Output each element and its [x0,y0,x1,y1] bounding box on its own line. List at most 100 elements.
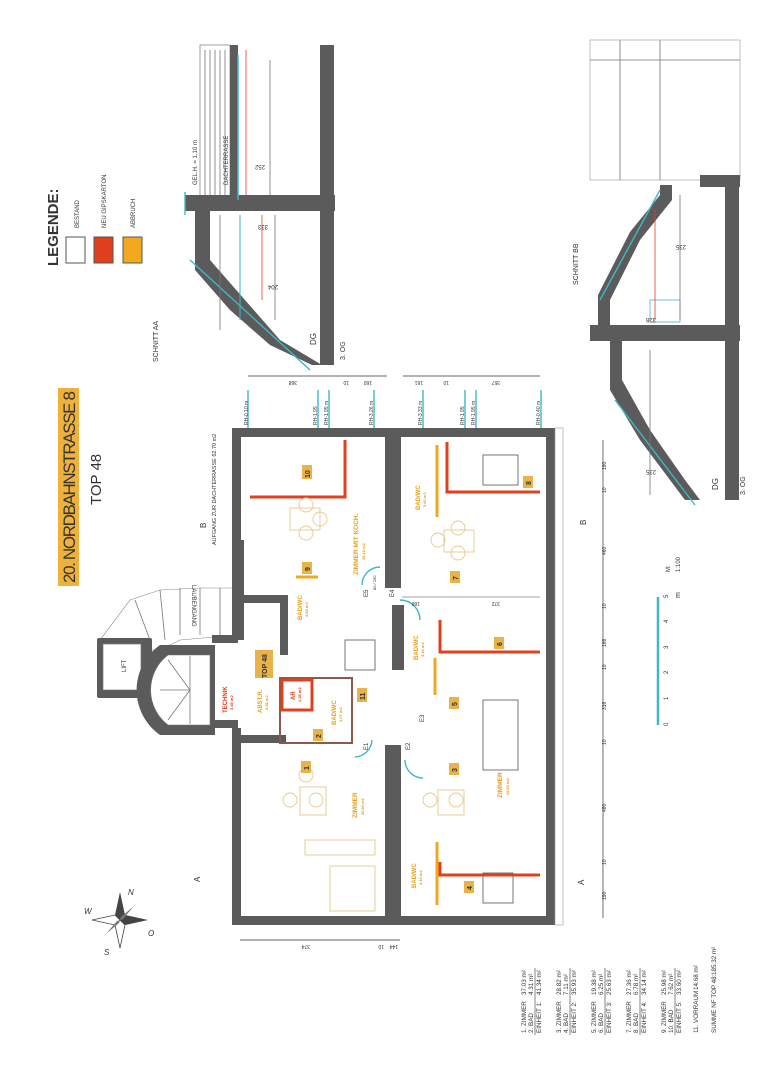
room-area: 4.69 m2 [304,602,309,617]
section-bb-dim: 235 [645,468,656,474]
dim-label: 144 [389,943,398,949]
abstr-label: ABST.R. [258,689,264,713]
area-total-label: EINHEIT 4: [641,1001,648,1033]
dim-label: 161 [414,379,423,385]
legend: LEGENDE: BESTAND NEU GIPSKARTON ABBRUCH [45,175,143,266]
dim-label: 10 [378,943,384,949]
area-row-value: 25.98 m² [661,970,668,995]
dim-label: 10 [602,487,608,493]
section-marker-b: B [579,520,588,525]
room-number: 11 [360,692,367,700]
compass-w: W [84,907,93,916]
area-group-5: 9. ZIMMER 25.98 m² 10. BAD 7.62 m² EINHE… [661,968,683,1035]
section-marker-a: A [577,879,586,885]
section-aa-dim: 204 [267,283,278,289]
entrances: E1 E2 E3 E4 E5 80 / 200 [364,575,426,750]
rh-label: RH-3.26 m [369,401,375,425]
section-marker-b: B [199,523,208,528]
ceiling-heights: RH-0.10 m RH-1.95 RH-1.95 m RH-3.26 m RH… [244,390,542,430]
dim-label: 460 [602,546,608,555]
area-total-label: EINHEIT 3: [606,1001,613,1033]
dim-label: 10 [602,664,608,670]
area-row-label: 8. BAD [633,1013,640,1033]
door-size: 80 / 200 [372,575,377,590]
section-aa-floor-og: 3. OG [340,341,347,360]
door-label: E5 [364,589,370,597]
room-label: BAD/WC [332,700,338,725]
compass: N S W O [84,888,154,957]
dim-label: 160 [363,379,372,385]
area-row-label: 10. BAD [668,1009,675,1033]
section-aa-floor-dg: DG [309,333,318,345]
page-subtitle: TOP 48 [88,454,105,505]
ar-area: 1.35 m2 [297,687,302,702]
dim-label: 10 [343,379,349,385]
area-group-1: 1. ZIMMER 37.03 m² 2. BAD 4.31 m² EINHEI… [521,968,543,1035]
door-label: E2 [406,742,412,750]
scale-unit: m [675,592,682,598]
dim-label: 168 [602,638,608,647]
room-number: 6 [497,642,504,646]
dim-label: 10 [443,379,449,385]
room-area: 4.07 m2 [338,707,343,722]
room-number-tags: 10 9 8 7 6 5 11 2 1 3 4 [301,465,533,893]
lift-label: LIFT [122,659,128,672]
scale-tick: 3 [664,645,670,649]
section-aa-railing: GEL.H. = 1.10 m [193,140,199,185]
scale-tick: 0 [664,722,670,726]
room-number: 1 [304,766,311,770]
dim-label: 190 [602,461,608,470]
stair-label: LAUBENGANG [190,585,196,627]
area-row-label: 6. BAD [598,1013,605,1033]
dim-372: 372 [491,600,500,606]
dim-166: 166 [411,600,420,606]
area-row-label: 4. BAD [563,1013,570,1033]
legend-swatch-bestand [65,236,86,264]
rh-label: RH-1.95 [460,406,466,425]
door-label: E4 [390,589,396,597]
room-number: 5 [452,702,459,706]
area-total-label: EINHEIT 2: [571,1001,578,1033]
area-group-4: 7. ZIMMER 27.36 m² 8. BAD 6.78 m² EINHEI… [626,968,648,1035]
room-number: 7 [453,576,460,580]
technik-area: 3.45 m2 [229,695,234,710]
compass-o: O [148,929,154,938]
ar-label: AR [291,691,297,700]
right-dimensions: 190 10 460 10 168 10 316 10 480 10 190 [602,440,608,918]
abstr-area: 5.58 m2 [264,695,269,710]
dim-label: 10 [602,859,608,865]
area-row-label: 7. ZIMMER [626,1001,633,1033]
area-row-value: 4.31 m² [528,974,535,995]
legend-title: LEGENDE: [45,188,62,266]
area-row-value: 7.62 m² [668,974,675,995]
room-area: 28.82 m2 [505,777,510,795]
section-aa-label: SCHNITT AA [153,321,160,362]
room-labels: ZIMMER MIT KOCH. 26.16 m2 BAD/WC 4.69 m2… [223,485,510,888]
area-total-label: EINHEIT 1: [536,1001,543,1033]
room-number: 2 [316,734,323,738]
vorraum-value: 14.68 m² [693,965,700,990]
technik-label: TECHNIK [223,686,229,713]
sum-label: SUMME NF TOP 48: [711,974,718,1033]
area-table: 1. ZIMMER 37.03 m² 2. BAD 4.31 m² EINHEI… [521,947,718,1035]
room-label: ZIMMER [497,772,504,798]
scale-tick: 4 [664,619,670,623]
scale-label: M: [666,565,672,572]
rh-label: RH-1.95 m [471,401,477,425]
scale-ratio: 1:100 [676,556,682,572]
area-row-value: 6.78 m² [633,974,640,995]
scale-tick: 1 [664,696,670,700]
room-number: 10 [305,470,312,478]
area-row-value: 27.36 m² [626,970,633,995]
title-background [58,388,79,586]
left-dimensions: 374 10 144 [240,939,400,949]
compass-s: S [104,948,110,957]
dim-label: 10 [602,739,608,745]
area-total-label: EINHEIT 5: [676,1001,683,1033]
room-label: BAD/WC [412,863,418,888]
area-row-value: 19.38 m² [591,970,598,995]
dim-label: 316 [602,701,608,710]
area-row-label: 9. ZIMMER [661,1001,668,1033]
area-total-value: 41.34 m² [536,970,543,995]
